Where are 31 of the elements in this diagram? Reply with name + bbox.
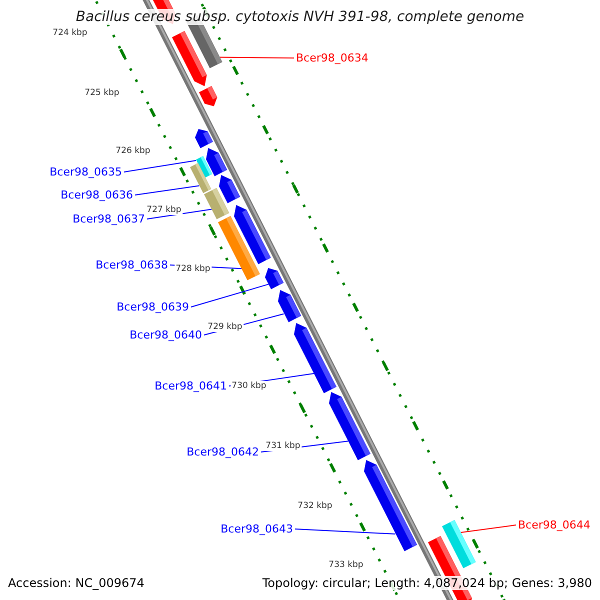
leader-line [190, 284, 270, 308]
gene-label: Bcer98_0635 [50, 166, 122, 178]
leader-line [146, 208, 212, 220]
gene-label: Bcer98_0639 [116, 300, 189, 314]
tick-label: 732 kbp [296, 501, 334, 511]
leader-line [134, 185, 200, 196]
gene-label: Bcer98_0637 [72, 212, 145, 226]
map-title: Bacillus cereus subsp. cytotoxis NVH 391-98, complete genome [76, 9, 524, 25]
leader-line [460, 524, 516, 534]
gene-label: Bcer98_0641 [154, 380, 227, 392]
tick-label: 729 kbp [206, 322, 244, 332]
tick-label: 728 kbp [174, 264, 212, 274]
tick-label: 726 kbp [114, 146, 152, 156]
tick-label: 733 kbp [328, 560, 364, 570]
leader-line [294, 528, 396, 534]
gene-label: Bcer98_0644 [518, 518, 590, 532]
tick-label: 731 kbp [264, 441, 302, 451]
leader-line [219, 56, 294, 58]
gene-label: Bcer98_0642 [186, 446, 259, 458]
tick-label: 725 kbp [84, 88, 120, 98]
gene-label: Bcer98_0636 [60, 188, 133, 202]
tick-label: 724 kbp [52, 28, 88, 38]
tick-label: 730 kbp [230, 381, 268, 391]
gene-label: Bcer98_0638 [96, 258, 168, 272]
gene-label: Bcer98_0643 [220, 522, 293, 536]
leader-line [124, 160, 196, 172]
gene-label: Bcer98_0634 [296, 52, 368, 64]
gene-label: Bcer98_0640 [130, 328, 202, 342]
genome-summary-text: Topology: circular; Length: 4,087,024 bp; Genes: 3,980 [262, 576, 592, 590]
tick-label: 727 kbp [146, 205, 182, 215]
accession-text: Accession: NC_009674 [8, 576, 144, 590]
